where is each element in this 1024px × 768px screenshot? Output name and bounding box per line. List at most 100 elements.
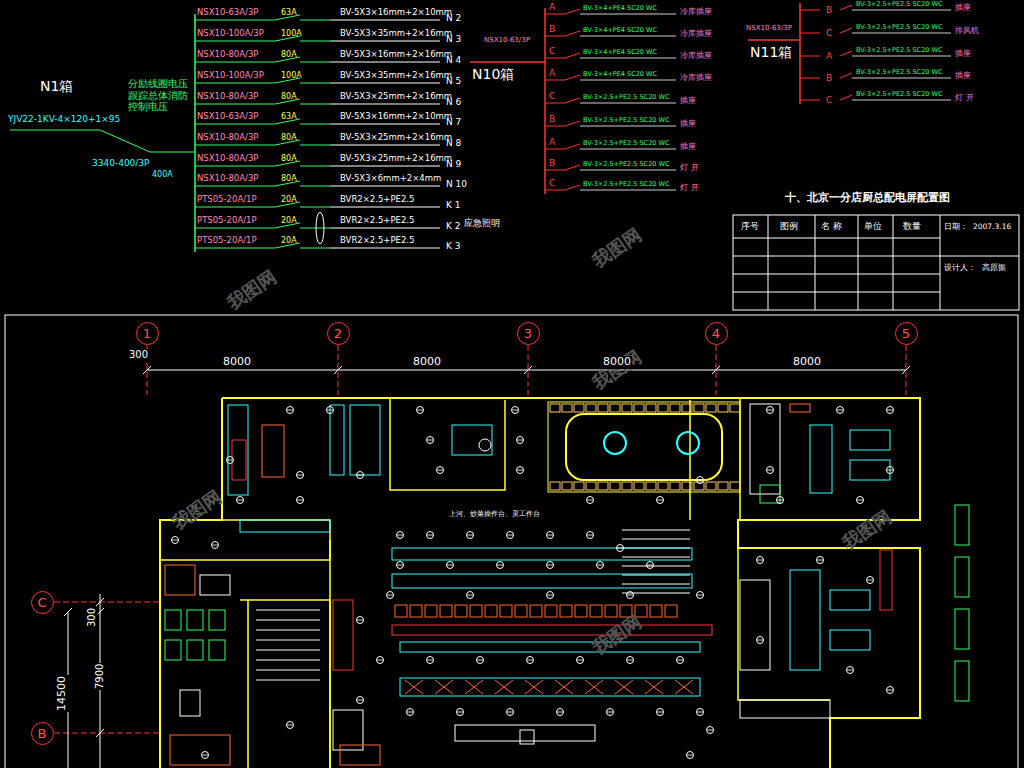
light-fixture <box>212 542 219 549</box>
annotation: 8000 <box>602 356 632 369</box>
counter-tile <box>562 482 572 490</box>
light-fixture <box>857 497 864 504</box>
light-fixture <box>507 709 514 716</box>
light-fixture <box>427 437 434 444</box>
work-counter <box>392 625 712 635</box>
annotation: BV-5X3×25mm+2×16mm <box>340 92 452 102</box>
grid-bubble: C <box>31 591 54 614</box>
annotation: 400A <box>152 170 173 179</box>
counter-tile <box>574 482 584 490</box>
window <box>955 557 969 597</box>
light-fixture <box>517 440 523 441</box>
light-fixture <box>587 535 593 536</box>
work-counter <box>455 725 595 741</box>
light-fixture <box>607 712 613 713</box>
table-rule <box>733 256 940 257</box>
branch-wire <box>195 83 275 84</box>
cable-line <box>852 56 951 57</box>
table <box>830 590 870 610</box>
sheet-title: 十、北京一分店厨总配电屏配置图 <box>785 192 950 205</box>
annotation: BV-3×2.5+PE2.5 SC20 WC <box>856 24 942 31</box>
annotation: BVR2×2.5+PE2.5 <box>340 236 414 246</box>
shelf <box>740 580 770 670</box>
branch-wire <box>300 248 330 249</box>
dimension-tick <box>524 366 532 374</box>
dimension-tick <box>334 366 342 374</box>
light-fixture <box>357 700 363 701</box>
floor-drain <box>479 439 491 451</box>
annotation: 100A <box>281 29 302 38</box>
stair-tread <box>256 640 320 641</box>
annotation: K 3 <box>446 241 461 251</box>
light-fixture <box>867 577 874 584</box>
light-fixture <box>597 562 604 569</box>
annotation: NSX10-63/3P <box>746 24 792 32</box>
light-fixture <box>397 535 403 536</box>
sheet-border <box>5 315 1018 768</box>
counter-tile <box>658 404 668 412</box>
annotation: 100A <box>281 71 302 80</box>
building-wall <box>738 548 830 700</box>
light-fixture <box>757 560 763 561</box>
annotation: BV-3×2.5+PE2.5 SC20 WC <box>583 117 669 124</box>
stove-unit <box>575 605 587 617</box>
annotation: BV-5X3×35mm+2×16mm <box>340 29 452 39</box>
branch-wire <box>300 186 330 187</box>
light-fixture <box>527 660 533 661</box>
light-fixture <box>597 565 603 566</box>
branch-wire <box>545 36 565 37</box>
light-fixture <box>467 535 473 536</box>
light-fixture <box>547 565 553 566</box>
branch-wire <box>300 104 330 105</box>
breaker-symbol <box>840 51 852 56</box>
shelf <box>228 405 248 495</box>
branch-wire <box>300 41 330 42</box>
light-fixture <box>557 709 564 716</box>
watermark: 我图网 <box>589 224 645 272</box>
annotation: 63A <box>281 8 297 17</box>
light-fixture <box>227 457 234 464</box>
axis-number: 3 <box>524 326 532 341</box>
stove-unit <box>410 605 422 617</box>
grid-bubble: 1 <box>136 322 159 345</box>
annotation: NSX10-80A/3P <box>197 154 259 164</box>
feeder <box>470 61 545 63</box>
counter-tile <box>610 482 620 490</box>
annotation: 20A <box>281 216 297 225</box>
annotation: K 2 <box>446 221 461 231</box>
cable-line <box>580 170 676 171</box>
annotation: 插座 <box>680 142 696 151</box>
shelf <box>750 404 780 494</box>
annotation: N 6 <box>446 97 461 107</box>
stove-unit <box>485 605 497 617</box>
annotation: BV-5X3×16mm+2×10mm <box>340 8 452 18</box>
cable-line <box>330 145 440 146</box>
light-fixture <box>377 657 384 664</box>
dimension-tick <box>96 598 104 606</box>
annotation: 插座 <box>955 3 971 12</box>
cable-line <box>330 166 440 167</box>
light-fixture <box>677 660 683 661</box>
table-rule <box>940 215 941 310</box>
cable-line <box>330 62 440 63</box>
annotation: B <box>826 73 832 83</box>
stair-tread <box>256 670 320 671</box>
stair-tread <box>256 630 320 631</box>
light-fixture <box>297 472 304 479</box>
annotation: 分励线圈电压 跟踪总体消防 控制电压 <box>128 78 194 113</box>
grid-bubble: B <box>31 722 54 745</box>
work-counter <box>392 548 692 560</box>
sink-symbol <box>555 680 573 694</box>
cable-line <box>580 80 676 81</box>
light-fixture <box>627 657 634 664</box>
light-fixture <box>837 407 844 414</box>
counter-tile <box>586 482 596 490</box>
branch-wire <box>195 145 275 146</box>
breaker-symbol <box>565 9 580 14</box>
branch-wire <box>300 62 330 63</box>
axis-number: 1 <box>143 326 151 341</box>
annotation: NSX10-80A/3P <box>197 174 259 184</box>
stove-unit <box>650 605 662 617</box>
light-fixture <box>212 545 218 546</box>
light-fixture <box>847 667 854 674</box>
